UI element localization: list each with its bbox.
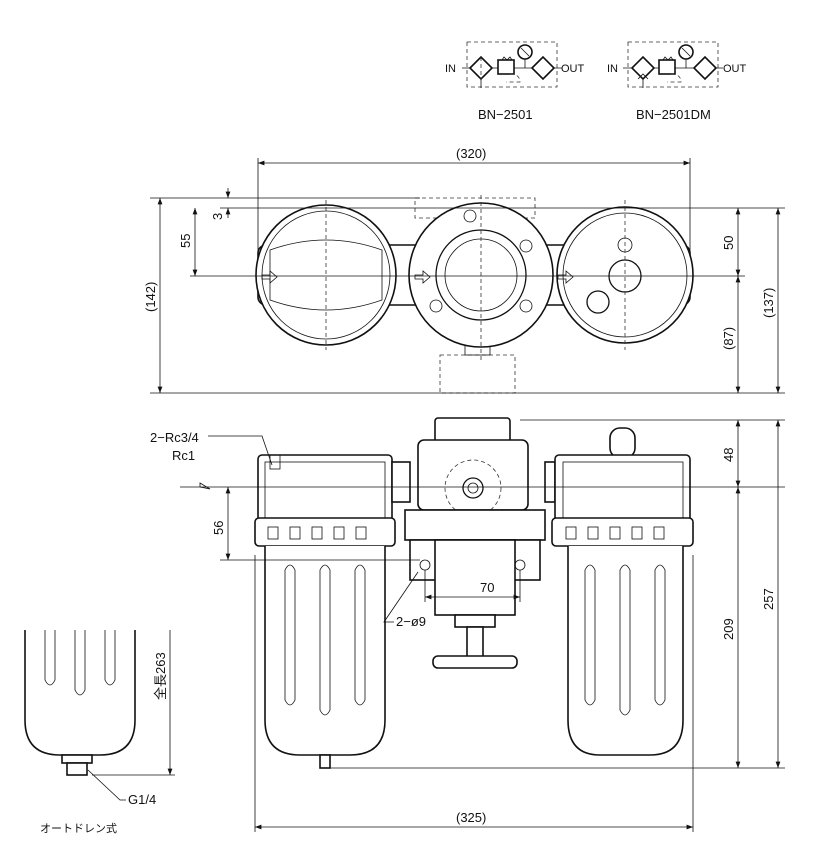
model-label: BN−2501DM [636, 107, 711, 122]
auto-drain-valve [66, 762, 88, 776]
front-view: 2−Rc3/4 Rc1 56 48 209 257 70 2−ø9 (325) [150, 417, 785, 832]
dim-55: 55 [178, 234, 193, 248]
dim-width-320: (320) [456, 146, 486, 161]
out-label: OUT [561, 63, 585, 75]
adjust-knob [432, 655, 518, 669]
filter-symbol [630, 55, 656, 81]
lubricator-bowl [567, 546, 684, 756]
filter-bowl [264, 546, 386, 756]
gauge-port [462, 477, 484, 499]
auto-drain-caption: オートドレン式 [40, 822, 117, 835]
dim-257: 257 [761, 588, 776, 610]
drain-valve [319, 754, 331, 769]
port-size-label: 2−Rc3/4 [150, 430, 199, 445]
mount-holes-label: 2−ø9 [396, 614, 426, 629]
drain-port-label: G1/4 [128, 792, 156, 807]
lubricator-body [554, 454, 691, 526]
dim-142: (142) [143, 282, 158, 312]
dim-50: 50 [721, 236, 736, 250]
mounting-bracket [404, 509, 546, 541]
regulator-symbol [658, 59, 676, 75]
port-size-alt-label: Rc1 [172, 448, 195, 463]
regulator-body [417, 439, 529, 511]
auto-drain-bowl [24, 630, 136, 756]
auto-drain-detail: 全長263 G1/4 オートドレン式 [24, 630, 175, 835]
lubricator-symbol [530, 55, 556, 81]
dim-56: 56 [211, 521, 226, 535]
lubricator-symbol [692, 55, 718, 81]
filter-top [255, 204, 397, 346]
in-label: IN [445, 63, 456, 75]
symbol-bn-2501: IN OUT BN−2501 [445, 41, 585, 122]
out-label: OUT [723, 63, 747, 75]
top-view: (320) 3 55 (142) 50 (87) (137) [143, 146, 785, 394]
total-length-label: 全長263 [153, 652, 168, 700]
oil-fill-plug [609, 427, 636, 459]
dim-width-325: (325) [456, 810, 486, 825]
model-label: BN−2501 [478, 107, 533, 122]
dim-3: 3 [210, 213, 225, 220]
flow-direction-arrow [180, 482, 211, 490]
regulator-symbol [497, 59, 515, 75]
dim-137: (137) [761, 288, 776, 318]
in-label: IN [607, 63, 618, 75]
dim-209: 209 [721, 618, 736, 640]
dim-48: 48 [721, 448, 736, 462]
dim-87: (87) [721, 327, 736, 350]
symbol-bn-2501dm: IN OUT BN−2501DM [607, 41, 747, 122]
filter-body [257, 454, 393, 526]
dim-70: 70 [480, 580, 494, 595]
